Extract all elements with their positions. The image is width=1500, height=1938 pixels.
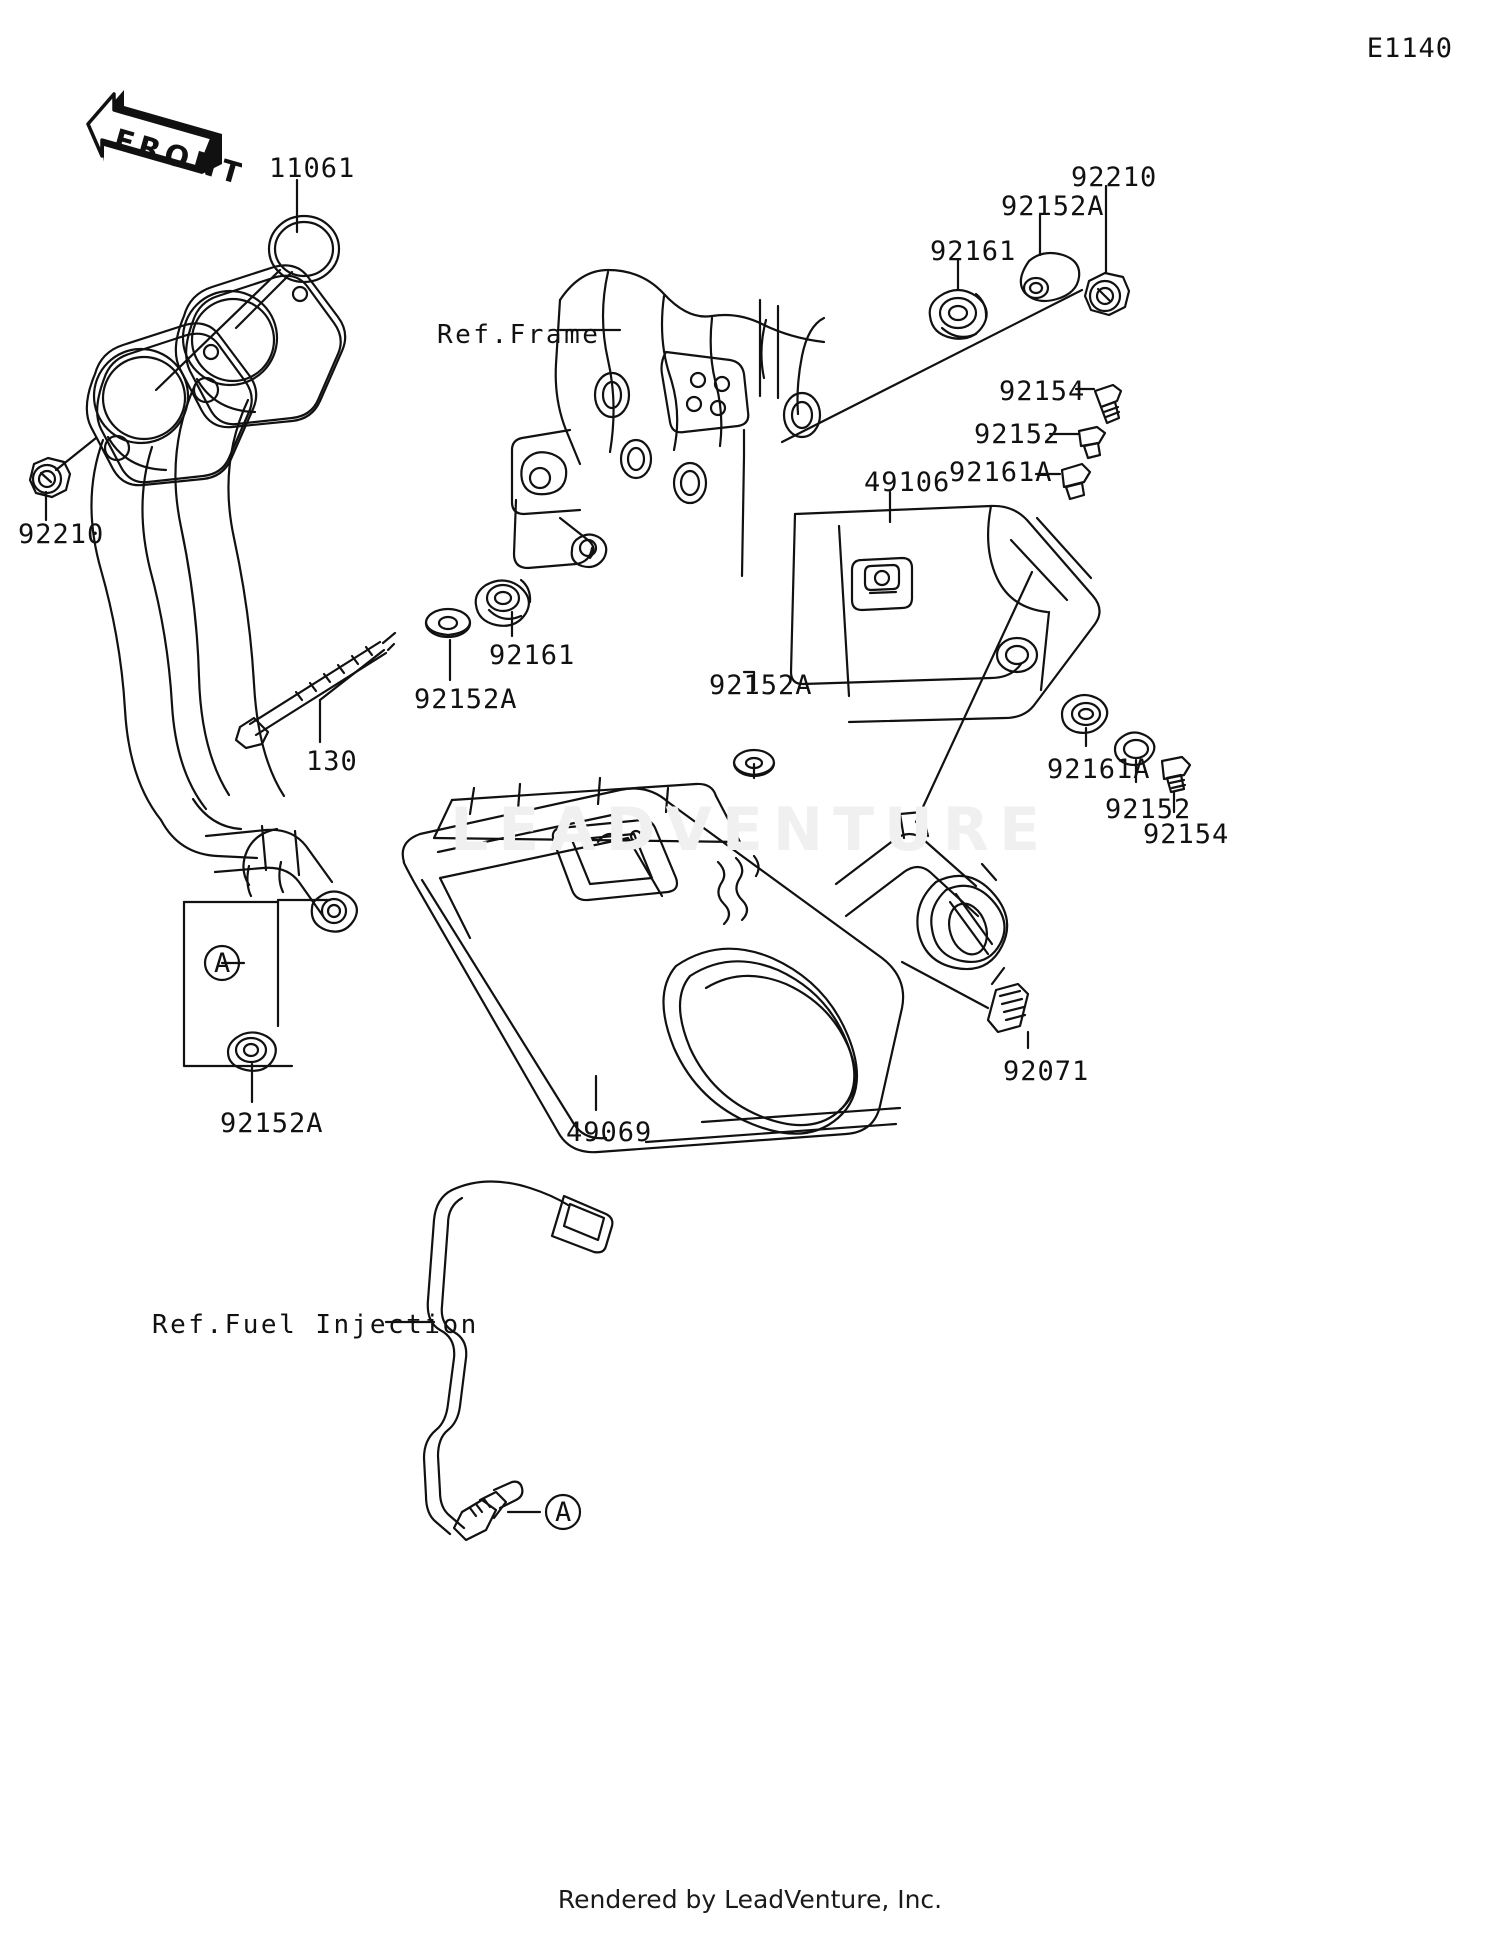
collar-92152A-mid <box>424 607 472 639</box>
callout-circles <box>203 944 582 1531</box>
part-number-label-92210-8: 92210 <box>1071 162 1158 193</box>
bolt-92154-upper <box>1093 383 1123 425</box>
collar-92152A-lower-left <box>226 1031 277 1072</box>
frame-bracket <box>510 268 826 578</box>
part-number-label-130-4: 130 <box>306 746 358 777</box>
part-number-label-92154-9: 92154 <box>999 376 1086 407</box>
front-arrow-icon: FRONT <box>86 90 250 192</box>
part-number-label-11061-0: 11061 <box>269 153 356 184</box>
part-number-label-92152A-7: 92152A <box>1001 191 1105 222</box>
collar-92152A-right <box>1019 251 1081 303</box>
diagram-id: E1140 <box>1366 33 1453 64</box>
damper-92161A-upper <box>1060 462 1092 501</box>
damper-92161-right <box>928 288 988 340</box>
part-number-label-92152-14: 92152 <box>1105 794 1192 825</box>
heat-shield-49106 <box>789 504 1101 724</box>
bolt-92154-lower <box>1160 755 1192 794</box>
damper-92161A-lower <box>1060 693 1109 734</box>
callout-label-0: A <box>214 948 232 979</box>
part-number-label-92161A-11: 92161A <box>949 457 1053 488</box>
muffler-body-49069 <box>310 776 905 1154</box>
reference-label-0: Ref.Frame <box>437 320 601 350</box>
exhaust-flange-rear <box>174 264 347 429</box>
damper-92161-mid <box>474 578 532 627</box>
oxygen-sensor-harness <box>422 1180 614 1542</box>
exhaust-header-pipes <box>90 383 334 918</box>
part-number-label-92154-15: 92154 <box>1143 819 1230 850</box>
part-number-label-92152-10: 92152 <box>974 419 1061 450</box>
footer-credit: Rendered by LeadVenture, Inc. <box>557 1885 943 1914</box>
callout-label-1: A <box>555 1497 573 1528</box>
nut-92210-right <box>1083 271 1131 317</box>
collar-92152-upper <box>1077 425 1107 460</box>
part-number-label-92161-6: 92161 <box>930 236 1017 267</box>
part-number-label-92152A-2: 92152A <box>414 684 518 715</box>
part-number-label-49106-12: 49106 <box>864 467 951 498</box>
gasket-ring-11061 <box>267 214 341 284</box>
front-direction-badge: FRONT <box>52 68 250 192</box>
grommet-92071 <box>986 982 1030 1034</box>
part-number-label-92152A-17: 92152A <box>220 1108 324 1139</box>
part-number-label-92071-16: 92071 <box>1003 1056 1090 1087</box>
muffler-outlet <box>834 810 1009 986</box>
part-number-label-92210-1: 92210 <box>18 519 105 550</box>
part-number-label-92152A-5: 92152A <box>709 670 813 701</box>
part-number-label-92161-3: 92161 <box>489 640 576 671</box>
part-number-label-49069-18: 49069 <box>566 1117 653 1148</box>
collar-92152-lower <box>1113 731 1156 767</box>
reference-label-1: Ref.Fuel Injection <box>152 1310 479 1340</box>
part-number-label-92161A-13: 92161A <box>1047 754 1151 785</box>
leader-lines <box>44 178 1176 1514</box>
